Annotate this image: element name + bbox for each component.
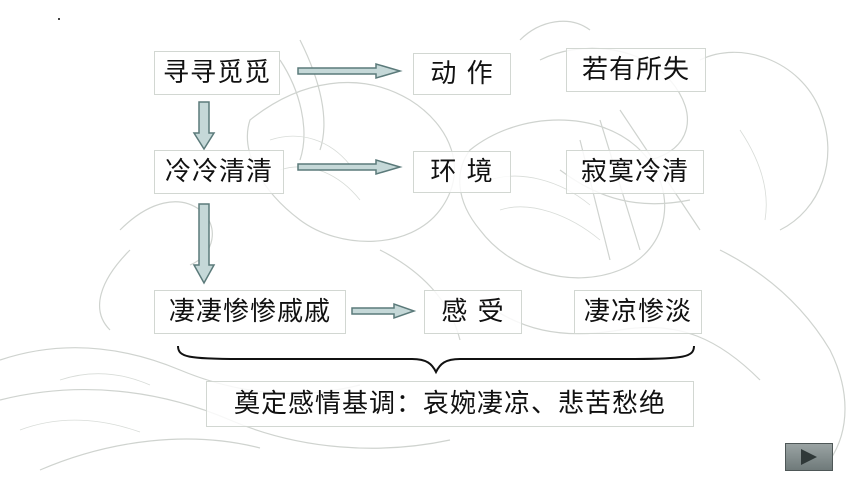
meaning-ruoyousuoshi: 若有所失: [566, 48, 706, 92]
arrow-right-3: [351, 302, 417, 320]
next-slide-button[interactable]: [785, 443, 833, 471]
corner-dot: [58, 18, 60, 20]
arrow-down-2: [192, 203, 216, 285]
meaning-jimolengqing: 寂寞冷清: [566, 150, 704, 194]
term-lenglengqingqing: 冷冷清清: [154, 150, 284, 194]
category-action: 动 作: [413, 53, 511, 95]
category-environment: 环 境: [413, 151, 511, 193]
conclusion-emotional-tone: 奠定感情基调：哀婉凄凉、悲苦愁绝: [206, 381, 694, 427]
category-feeling: 感 受: [424, 290, 522, 334]
term-qiqicancanqiqi: 凄凄惨惨戚戚: [154, 290, 346, 334]
term-xunxunmimi: 寻寻觅觅: [154, 51, 280, 95]
arrow-down-1: [192, 101, 216, 151]
bracket: [177, 345, 695, 375]
arrow-right-2: [297, 159, 403, 175]
arrow-right-1: [297, 63, 403, 79]
meaning-qiliangcandan: 凄凉惨淡: [574, 290, 702, 334]
play-next-icon: [801, 449, 817, 465]
